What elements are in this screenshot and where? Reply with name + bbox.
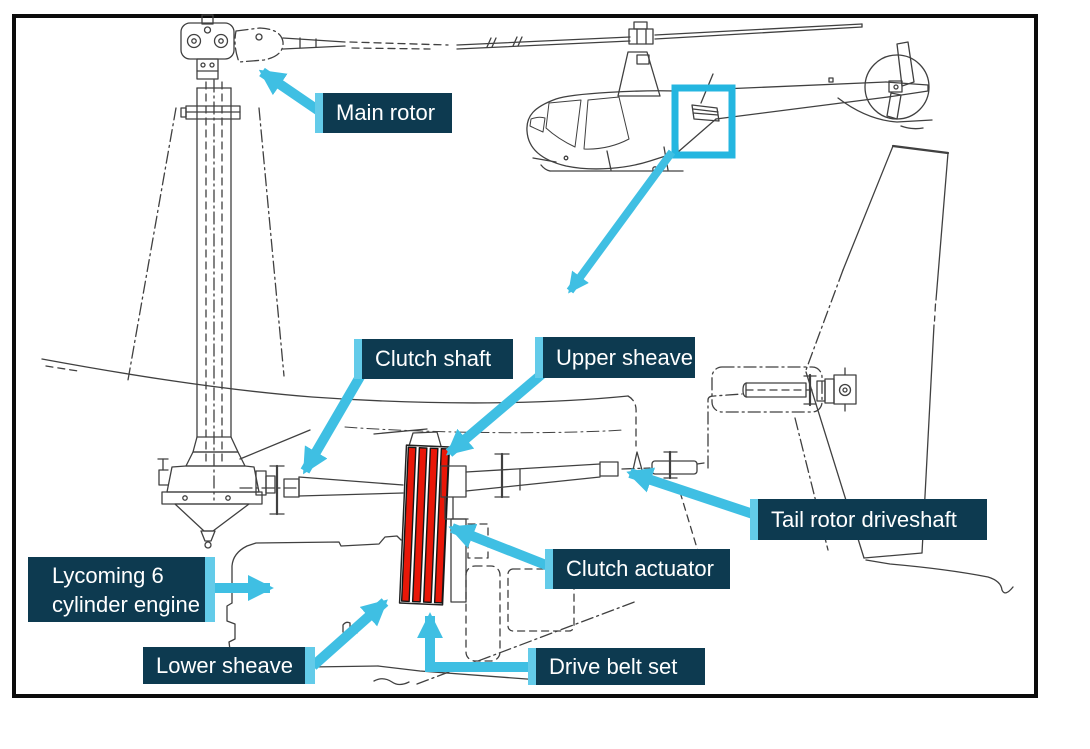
- accent-main-rotor: [315, 93, 323, 133]
- accent-upper-sheave: [535, 337, 543, 378]
- inset-detail-arrow: [566, 149, 676, 294]
- label-clutch-shaft-text: Clutch shaft: [375, 346, 492, 371]
- accent-tail-rotor-driveshaft: [750, 499, 758, 540]
- drive-belt-set-highlight: [398, 444, 451, 606]
- arrow-main-rotor: [258, 67, 325, 118]
- inset-highlight-box: [671, 84, 736, 159]
- label-drive-belt-set-text: Drive belt set: [549, 653, 678, 679]
- label-engine: Lycoming 6 cylinder engine: [28, 557, 205, 622]
- accent-clutch-actuator: [545, 549, 553, 589]
- label-engine-line1: Lycoming 6: [52, 562, 164, 588]
- arrow-drive-belt-set: [417, 612, 534, 672]
- label-lower-sheave-text: Lower sheave: [156, 652, 293, 678]
- arrow-lower-sheave: [309, 598, 389, 670]
- label-engine-line2: cylinder engine: [52, 591, 200, 617]
- label-lower-sheave: Lower sheave: [143, 647, 305, 684]
- label-upper-sheave: Upper sheave: [543, 337, 695, 378]
- arrow-upper-sheave: [445, 370, 546, 457]
- clutch-actuator-drawing: [450, 518, 575, 662]
- label-tail-rotor-driveshaft-text: Tail rotor driveshaft: [771, 506, 957, 532]
- accent-lower-sheave: [305, 647, 315, 684]
- label-clutch-actuator: Clutch actuator: [553, 549, 730, 589]
- accent-drive-belt-set: [528, 648, 536, 685]
- fuselage-reference-lines: [41, 358, 637, 447]
- label-main-rotor-text: Main rotor: [336, 100, 436, 125]
- callout-arrows: [213, 67, 758, 672]
- helicopter-inset-drawing: [456, 21, 933, 172]
- accent-engine: [205, 557, 215, 622]
- arrow-clutch-actuator: [448, 523, 553, 572]
- label-clutch-actuator-text: Clutch actuator: [566, 556, 714, 581]
- label-clutch-shaft: Clutch shaft: [362, 339, 513, 379]
- belt-drive-drawing: [398, 431, 469, 606]
- main-gearbox-drawing: [157, 429, 311, 549]
- arrow-tail-rotor-driveshaft: [626, 467, 758, 520]
- label-main-rotor: Main rotor: [323, 93, 452, 133]
- arrow-clutch-shaft: [300, 372, 366, 475]
- label-upper-sheave-text: Upper sheave: [556, 344, 693, 370]
- main-rotor-mast-drawing: [127, 14, 449, 501]
- accent-clutch-shaft: [354, 339, 362, 379]
- label-tail-rotor-driveshaft: Tail rotor driveshaft: [758, 499, 987, 540]
- label-drive-belt-set: Drive belt set: [536, 648, 705, 685]
